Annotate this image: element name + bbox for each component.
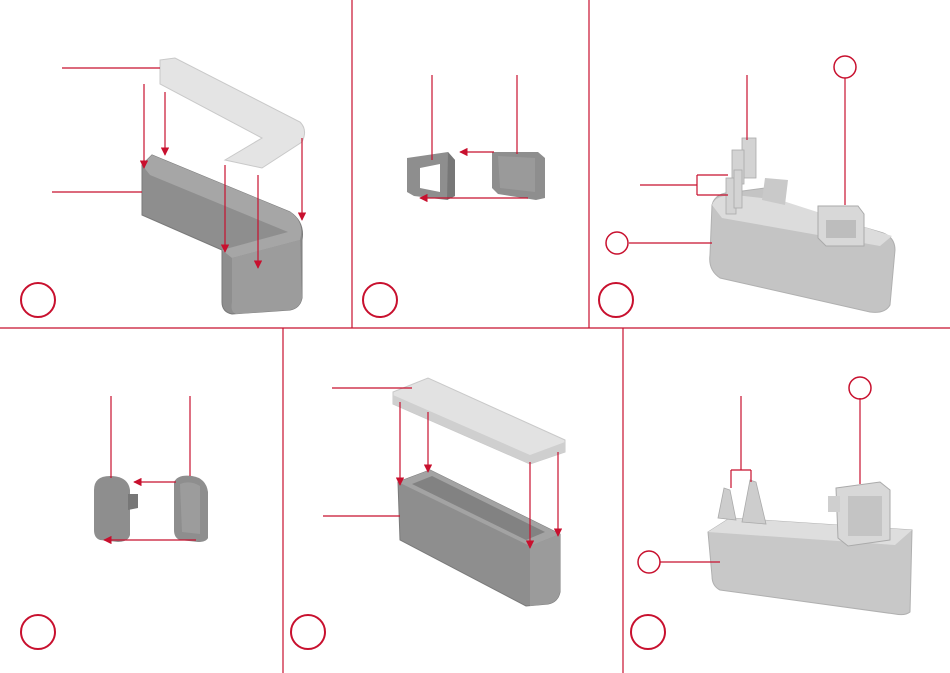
leader-6-pair bbox=[731, 470, 751, 488]
panel-2 bbox=[363, 75, 545, 317]
straight-cap-part bbox=[393, 378, 565, 464]
ref-circle-register-6 bbox=[849, 377, 871, 399]
cash-register-6-screen bbox=[848, 496, 882, 536]
rounded-bracket-right-face bbox=[180, 482, 200, 534]
panel-4 bbox=[21, 396, 208, 649]
leader-3-pair bbox=[640, 175, 728, 195]
straight-body-front bbox=[530, 534, 560, 606]
panel-5 bbox=[291, 378, 565, 649]
ref-circle-counter-6 bbox=[638, 551, 660, 573]
step-circle-4 bbox=[21, 615, 55, 649]
bracket-left-side bbox=[447, 152, 455, 200]
rack-6b bbox=[742, 480, 766, 524]
panel-6 bbox=[631, 377, 912, 649]
step-circle-6 bbox=[631, 615, 665, 649]
step-circle-1 bbox=[21, 283, 55, 317]
step-circle-5 bbox=[291, 615, 325, 649]
rounded-bracket-left bbox=[94, 476, 130, 542]
panel-3 bbox=[599, 56, 895, 317]
bracket-right-face bbox=[498, 156, 535, 192]
ref-circle-register bbox=[834, 56, 856, 78]
rack-6a bbox=[718, 488, 736, 520]
cash-register-6-back bbox=[828, 496, 840, 512]
rack-4 bbox=[734, 170, 742, 208]
l-cap-part bbox=[160, 58, 305, 168]
cash-register-screen bbox=[826, 220, 856, 238]
ref-circle-counter bbox=[606, 232, 628, 254]
step-circle-2 bbox=[363, 283, 397, 317]
step-circle-3 bbox=[599, 283, 633, 317]
panel-1 bbox=[21, 58, 305, 317]
bottle-racks-6 bbox=[718, 480, 766, 524]
rounded-bracket-left-notch bbox=[128, 494, 138, 510]
